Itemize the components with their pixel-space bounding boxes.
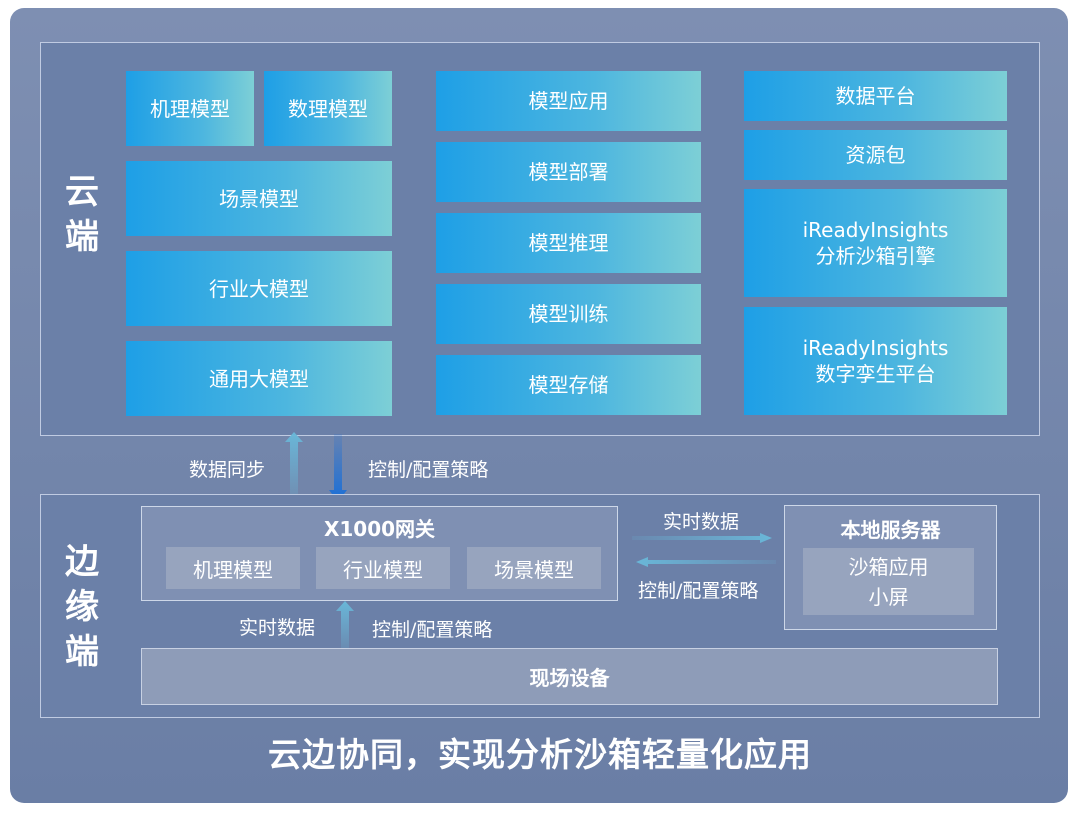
cloud-col2-model-storage: 模型存储 <box>436 355 701 415</box>
local-server-title: 本地服务器 <box>840 518 941 542</box>
gw-server-control-label: 控制/配置策略 <box>638 580 759 602</box>
realtime-data-right-arrow <box>632 533 772 543</box>
gw-server-realtime-label: 实时数据 <box>663 511 740 533</box>
field-device-bar: 现场设备 <box>141 648 998 705</box>
device-control-label: 控制/配置策略 <box>372 619 493 641</box>
gateway-mechanism-model: 机理模型 <box>166 547 300 589</box>
control-policy-down-arrow <box>329 434 347 502</box>
edge-label: 边 缘 端 <box>65 542 99 672</box>
control-policy-left-arrow <box>636 557 776 567</box>
device-realtime-label: 实时数据 <box>239 617 316 639</box>
cloud-col2-model-training: 模型训练 <box>436 284 701 344</box>
gateway-industry-model: 行业模型 <box>316 547 450 589</box>
data-sync-label: 数据同步 <box>189 459 266 481</box>
device-realtime-up-arrow <box>336 601 354 649</box>
cloud-col1-scene-model: 场景模型 <box>126 161 392 236</box>
cloud-col3-sandbox-engine: iReadyInsights 分析沙箱引擎 <box>744 189 1007 297</box>
cloud-col1-general-large-model: 通用大模型 <box>126 341 392 416</box>
cloud-col1-math-model: 数理模型 <box>264 71 392 146</box>
footer-slogan: 云边协同，实现分析沙箱轻量化应用 <box>268 735 812 774</box>
gateway-scene-model: 场景模型 <box>467 547 601 589</box>
data-sync-up-arrow <box>285 432 303 496</box>
cloud-label: 云 端 <box>65 172 99 257</box>
cloud-col2-model-application: 模型应用 <box>436 71 701 131</box>
cloud-col2-model-inference: 模型推理 <box>436 213 701 273</box>
cloud-col3-digital-twin-platform: iReadyInsights 数字孪生平台 <box>744 307 1007 415</box>
cloud-col1-industry-large-model: 行业大模型 <box>126 251 392 326</box>
cloud-col3-data-platform: 数据平台 <box>744 71 1007 121</box>
sandbox-app-screen: 沙箱应用 小屏 <box>803 548 974 615</box>
cloud-col1-mechanism-model: 机理模型 <box>126 71 254 146</box>
control-policy-label: 控制/配置策略 <box>368 459 489 481</box>
cloud-col2-model-deployment: 模型部署 <box>436 142 701 202</box>
cloud-col3-resource-pack: 资源包 <box>744 130 1007 180</box>
gateway-title: X1000网关 <box>323 517 436 541</box>
